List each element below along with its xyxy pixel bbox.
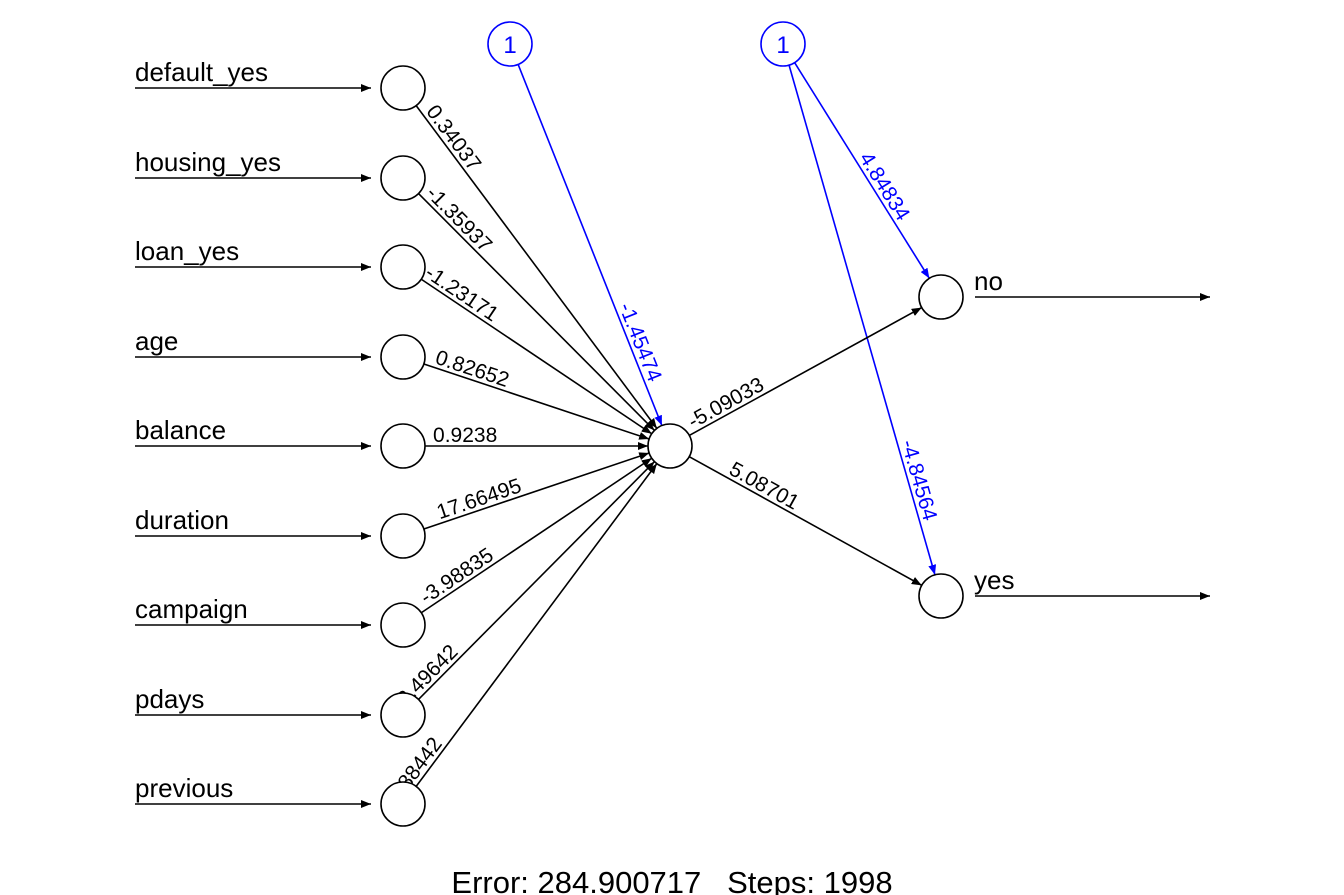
input-node-balance — [380, 423, 426, 469]
hidden-bias-node — [487, 21, 533, 67]
input-node-previous — [380, 781, 426, 827]
edge-duration-to-hidden-weight-label: 17.66495 — [434, 474, 524, 524]
input-node-housing_yes — [380, 155, 426, 201]
edge-previous-to-hidden — [415, 463, 658, 787]
input-node-duration — [380, 513, 426, 559]
edge-hidden-to-yes-weight-label: 5.08701 — [725, 458, 803, 515]
edge-loan_yes-to-hidden-weight-label: -1.23171 — [421, 261, 503, 326]
output-label-yes: yes — [974, 565, 1014, 595]
input-label-default_yes: default_yes — [135, 57, 268, 87]
edge-age-to-hidden — [423, 363, 650, 440]
output-bias-edge-yes — [788, 64, 937, 576]
output-bias-edge-no — [793, 62, 931, 279]
edge-housing_yes-to-hidden — [417, 193, 656, 431]
edge-housing_yes-to-hidden-weight-label: -1.35937 — [422, 182, 497, 257]
edge-campaign-to-hidden-weight-label: -3.98835 — [416, 544, 498, 609]
edge-campaign-to-hidden — [420, 457, 653, 614]
hidden-node — [647, 423, 693, 469]
output-bias-edge-yes-weight-label: -4.84564 — [896, 437, 941, 523]
hidden-bias-edge-weight-label: -1.45474 — [614, 299, 666, 385]
edge-hidden-to-yes — [688, 455, 923, 587]
input-label-pdays: pdays — [135, 684, 204, 714]
edge-default_yes-to-hidden — [415, 105, 658, 429]
output-node-no — [918, 274, 964, 320]
output-bias-edge-no-weight-label: 4.84834 — [855, 148, 915, 225]
output-node-yes — [918, 573, 964, 619]
input-node-age — [380, 334, 426, 380]
input-label-balance: balance — [135, 415, 226, 445]
input-label-campaign: campaign — [135, 594, 248, 624]
output-bias-node-label: 1 — [776, 32, 789, 59]
output-bias-node — [760, 21, 806, 67]
edge-hidden-to-no-weight-label: -5.09033 — [684, 373, 768, 433]
edge-balance-to-hidden-weight-label: 0.9238 — [433, 424, 497, 447]
edge-loan_yes-to-hidden — [420, 278, 653, 435]
error-steps-footer: Error: 284.900717 Steps: 1998 — [451, 865, 892, 895]
input-label-housing_yes: housing_yes — [135, 147, 281, 177]
edge-age-to-hidden-weight-label: 0.82652 — [433, 346, 512, 392]
input-node-default_yes — [380, 65, 426, 111]
input-label-duration: duration — [135, 505, 229, 535]
input-label-loan_yes: loan_yes — [135, 236, 239, 266]
input-label-age: age — [135, 326, 178, 356]
edge-duration-to-hidden — [423, 452, 650, 530]
input-node-campaign — [380, 602, 426, 648]
output-label-no: no — [974, 266, 1003, 296]
edge-default_yes-to-hidden-weight-label: 0.34037 — [422, 101, 486, 176]
input-label-previous: previous — [135, 773, 233, 803]
edge-hidden-to-no — [688, 306, 923, 437]
input-node-pdays — [380, 692, 426, 738]
input-node-loan_yes — [380, 244, 426, 290]
edge-pdays-to-hidden — [417, 461, 656, 700]
hidden-bias-edge — [517, 64, 663, 426]
hidden-bias-node-label: 1 — [503, 32, 516, 59]
